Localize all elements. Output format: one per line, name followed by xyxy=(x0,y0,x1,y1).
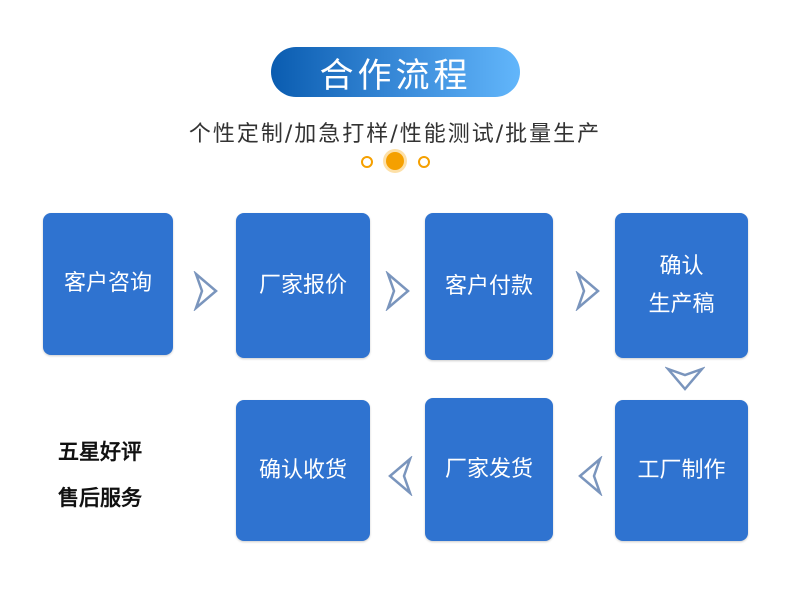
subtitle: 个性定制/加急打样/性能测试/批量生产 xyxy=(188,122,602,147)
step-box: 工厂制作 xyxy=(615,400,748,541)
chevron-right-icon xyxy=(193,271,218,311)
chevron-left-icon xyxy=(388,456,413,496)
pager-dot xyxy=(361,156,373,168)
chevron-left-icon xyxy=(578,456,603,496)
step-box: 客户付款 xyxy=(425,213,553,360)
pager-dot xyxy=(418,156,430,168)
chevron-right-icon xyxy=(575,271,600,311)
step-box: 确认 生产稿 xyxy=(615,213,748,358)
page-title: 合作流程 xyxy=(271,47,520,97)
side-text: 售后服务 xyxy=(58,486,142,510)
side-text: 五星好评 xyxy=(58,440,142,464)
step-box: 客户咨询 xyxy=(43,213,173,355)
step-box: 确认收货 xyxy=(236,400,370,541)
chevron-right-icon xyxy=(385,271,410,311)
pager-dot-active xyxy=(386,152,404,170)
step-box: 厂家发货 xyxy=(425,398,553,541)
step-box: 厂家报价 xyxy=(236,213,370,358)
chevron-down-icon xyxy=(665,366,705,391)
